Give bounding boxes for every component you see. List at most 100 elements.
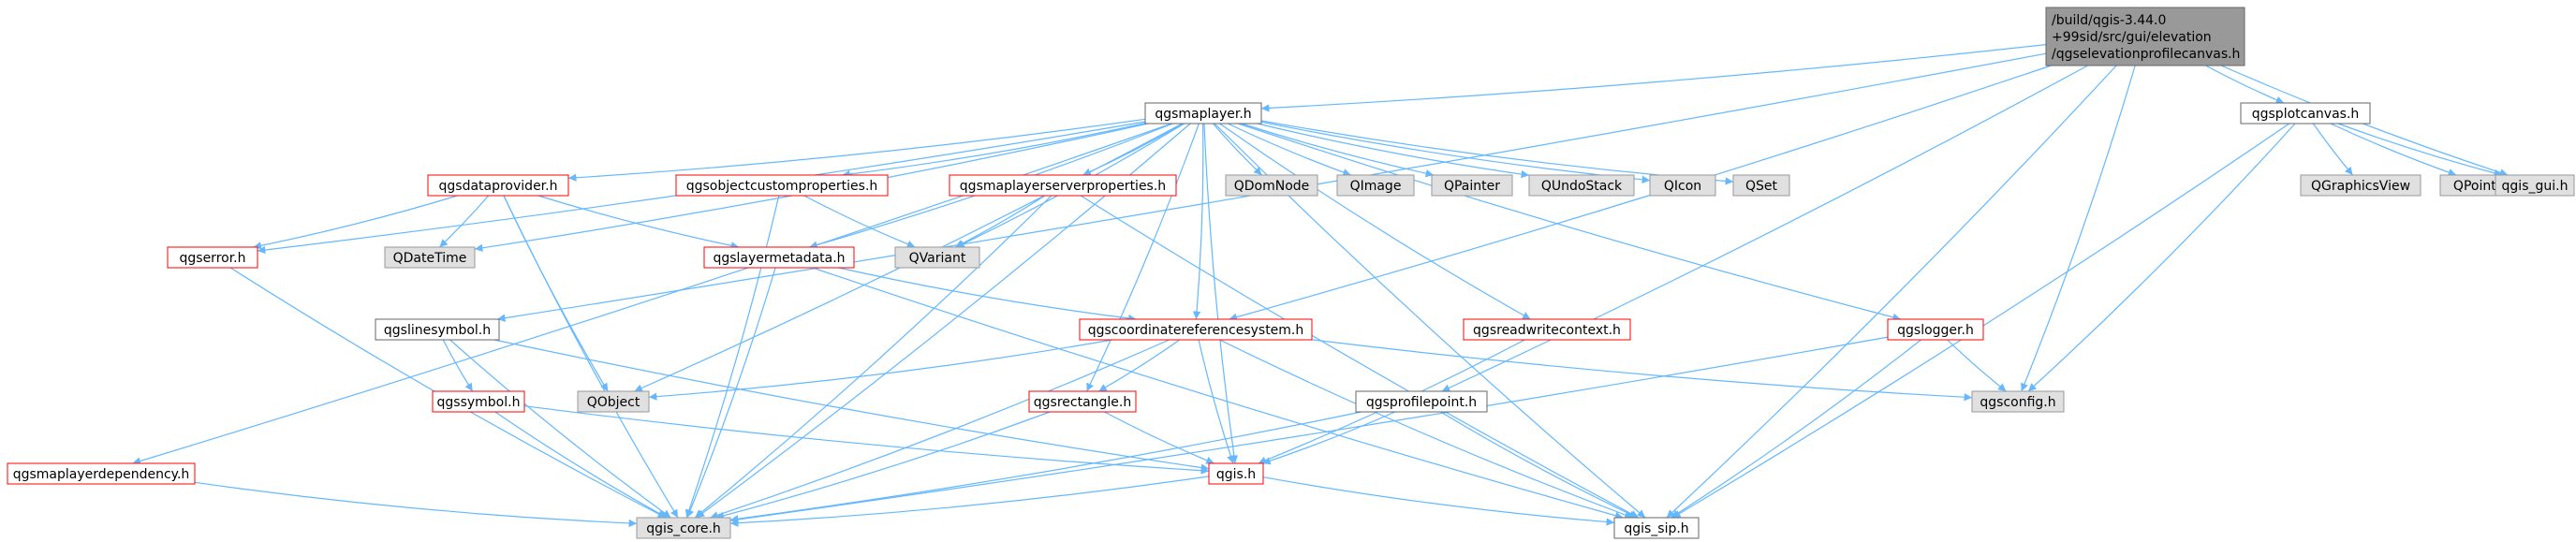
node-QDomNode: QDomNode	[1225, 174, 1318, 197]
edge-qgsmaplayer-to-QSet	[1260, 120, 1734, 185]
edge-qgsprofilepoint-to-qgis	[1262, 411, 1395, 465]
edge-root-to-qgsplotcanvas	[2205, 65, 2285, 104]
node-box-qgsmaplayerserverproperties	[949, 174, 1177, 197]
node-qgsdataprovider[interactable]: qgsdataprovider.h	[427, 174, 569, 197]
edges-layer	[132, 44, 2509, 528]
edge-qgsmaplayer-to-QUndoStack	[1257, 123, 1530, 179]
node-box-qgsobjectcustomproperties	[675, 174, 889, 197]
edge-qgsmaplayer-to-QImage	[1228, 123, 1351, 177]
node-box-QGraphicsView	[2300, 174, 2421, 197]
node-label-QVariant: QVariant	[909, 251, 966, 266]
edge-qgsplotcanvas-to-qgis_gui	[2337, 123, 2503, 177]
edge-root-to-qgis_sip	[1666, 65, 2117, 519]
node-label-QIcon: QIcon	[1664, 179, 1701, 194]
node-label-qgsmaplayerdependency: qgsmaplayerdependency.h	[13, 467, 190, 482]
node-label-qgsrectangle: qgsrectangle.h	[1034, 395, 1131, 410]
edge-qgsrectangle-to-qgis	[1104, 411, 1214, 464]
node-QUndoStack: QUndoStack	[1528, 174, 1635, 197]
node-label-QImage: QImage	[1350, 179, 1402, 194]
edge-qgslogger-to-qgsconfig	[1947, 339, 2007, 392]
node-box-qgserror	[167, 246, 258, 269]
node-box-qgsreadwritecontext	[1463, 318, 1631, 341]
edge-qgsmaplayer-to-qgsdataprovider	[567, 118, 1146, 182]
edge-qgssymbol-to-qgis_core	[494, 411, 668, 519]
node-qgscoordinatereferencesystem[interactable]: qgscoordinatereferencesystem.h	[1079, 318, 1313, 341]
node-qgis[interactable]: qgis.h	[1208, 462, 1264, 485]
node-label-QUndoStack: QUndoStack	[1541, 179, 1623, 194]
node-box-QPainter	[1431, 174, 1513, 197]
edge-qgsobjectcustomproperties-to-qgis_core	[684, 195, 780, 519]
edge-qgsmaplayer-to-QPainter	[1241, 123, 1435, 178]
edge-qgis-to-qgis_sip	[1262, 476, 1615, 526]
node-label-qgsprofilepoint: qgsprofilepoint.h	[1366, 395, 1477, 410]
node-qgis_gui: qgis_gui.h	[2495, 174, 2575, 197]
node-qgsmaplayerdependency[interactable]: qgsmaplayerdependency.h	[7, 462, 196, 485]
node-box-qgsrectangle	[1028, 390, 1137, 413]
node-QIcon: QIcon	[1649, 174, 1716, 197]
edge-qgslayermetadata-to-qgis_core	[686, 267, 776, 519]
edge-root-to-qgsprofilepoint	[1441, 65, 2088, 392]
node-qgslogger[interactable]: qgslogger.h	[1887, 318, 1984, 341]
node-qgsprofilepoint[interactable]: qgsprofilepoint.h	[1355, 390, 1488, 413]
node-label-qgis_sip: qgis_sip.h	[1624, 521, 1688, 536]
node-box-qgis_gui	[2495, 174, 2575, 197]
edge-qgslayermetadata-to-qgscoordinatereferencesystem	[838, 267, 1137, 323]
node-box-root	[2045, 7, 2245, 66]
edge-qgsplotcanvas-to-QGraphicsView	[2312, 123, 2354, 176]
node-qgsobjectcustomproperties[interactable]: qgsobjectcustomproperties.h	[675, 174, 889, 197]
edge-qgsmaplayer-to-qgsobjectcustomproperties	[842, 123, 1146, 179]
edge-qgsplotcanvas-to-QPointer	[2330, 123, 2457, 177]
edge-qgslogger-to-qgis_sip	[1671, 339, 1921, 519]
node-QSet: QSet	[1732, 174, 1790, 197]
node-box-qgsmaplayerdependency	[7, 462, 196, 485]
node-box-qgis_core	[636, 517, 731, 539]
node-box-QSet	[1732, 174, 1790, 197]
node-label-root-2: /qgselevationprofilecanvas.h	[2052, 47, 2240, 62]
edge-qgslogger-to-qgis_core	[729, 336, 1889, 524]
node-qgsrectangle[interactable]: qgsrectangle.h	[1028, 390, 1137, 413]
edge-qgsdataprovider-to-qgserror	[253, 195, 458, 250]
node-label-QSet: QSet	[1745, 179, 1778, 194]
edge-qgsrectangle-to-qgis_core	[715, 411, 1051, 520]
node-box-qgsdataprovider	[427, 174, 569, 197]
node-label-qgis_core: qgis_core.h	[646, 521, 721, 536]
node-label-qgssymbol: qgssymbol.h	[437, 395, 521, 410]
node-qgsmaplayer[interactable]: qgsmaplayer.h	[1144, 102, 1262, 125]
edge-qgsmaplayer-to-qgsrectangle	[1086, 123, 1200, 392]
edge-qgsplotcanvas-to-qgis_sip	[1671, 123, 2290, 519]
node-qgis_sip[interactable]: qgis_sip.h	[1613, 517, 1700, 539]
edge-qgscoordinatereferencesystem-to-QObject	[648, 339, 1113, 401]
node-qgsmaplayerserverproperties[interactable]: qgsmaplayerserverproperties.h	[949, 174, 1177, 197]
edge-qgsdataprovider-to-qgis_core	[503, 195, 679, 519]
edge-qgsprofilepoint-to-qgis_core	[729, 411, 1362, 523]
node-label-qgis: qgis.h	[1216, 467, 1256, 482]
node-qgslinesymbol[interactable]: qgslinesymbol.h	[375, 318, 500, 341]
node-box-QDateTime	[384, 246, 476, 269]
node-qgserror[interactable]: qgserror.h	[167, 246, 258, 269]
node-label-QObject: QObject	[587, 395, 640, 410]
node-root[interactable]: /build/qgis-3.44.0+99sid/src/gui/elevati…	[2045, 7, 2245, 66]
edge-qgsmaplayer-to-qgsmaplayerdependency	[132, 123, 1172, 465]
edge-qgis-to-qgis_core	[729, 476, 1210, 527]
node-qgsreadwritecontext[interactable]: qgsreadwritecontext.h	[1463, 318, 1631, 341]
edge-qgsmaplayer-to-qgscoordinatereferencesystem	[1192, 123, 1204, 320]
edge-qgsmaplayer-to-QDomNode	[1212, 123, 1263, 176]
edge-qgscoordinatereferencesystem-to-qgis_sip	[1219, 339, 1633, 519]
node-box-qgis	[1208, 462, 1264, 485]
node-qgssymbol[interactable]: qgssymbol.h	[432, 390, 525, 413]
node-qgslayermetadata[interactable]: qgslayermetadata.h	[703, 246, 855, 269]
node-label-qgslogger: qgslogger.h	[1897, 323, 1974, 338]
node-label-qgsreadwritecontext: qgsreadwritecontext.h	[1473, 323, 1621, 338]
node-box-qgslinesymbol	[375, 318, 500, 341]
edge-qgslinesymbol-to-qgssymbol	[442, 339, 474, 392]
node-box-QIcon	[1649, 174, 1716, 197]
node-QPainter: QPainter	[1431, 174, 1513, 197]
node-QDateTime: QDateTime	[384, 246, 476, 269]
edge-qgsmaplayer-to-qgslogger	[1238, 123, 1901, 321]
node-label-root-0: /build/qgis-3.44.0	[2052, 13, 2166, 28]
node-box-qgsprofilepoint	[1355, 390, 1488, 413]
node-box-qgis_sip	[1613, 517, 1700, 539]
node-qgsplotcanvas[interactable]: qgsplotcanvas.h	[2240, 102, 2371, 125]
node-qgis_core: qgis_core.h	[636, 517, 731, 539]
node-box-QObject	[577, 390, 650, 413]
